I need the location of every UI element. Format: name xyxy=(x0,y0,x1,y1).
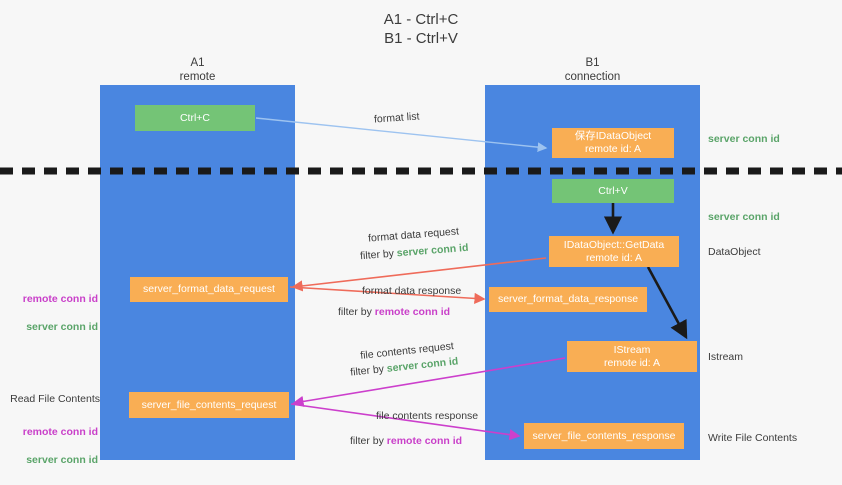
lane-header-a1: A1 remote xyxy=(179,57,216,83)
side-label-conn-ids-upper: remote conn id server conn id xyxy=(10,278,98,348)
side-label-server-conn-id-top: server conn id xyxy=(708,133,780,145)
node-server-format-data-response[interactable]: server_format_data_response xyxy=(489,287,647,312)
side-label-remote-conn-id: remote conn id xyxy=(22,293,98,305)
side-label-server-conn-id-mid: server conn id xyxy=(708,211,780,223)
side-label-read-file-contents: Read File Contents xyxy=(10,393,100,405)
page-title: A1 - Ctrl+C B1 - Ctrl+V xyxy=(383,11,459,47)
edge-label-file-contents-response-filter: filter by remote conn id xyxy=(350,434,462,448)
side-label-dataobject: DataObject xyxy=(708,246,761,258)
edge-label-file-contents-response: file contents response xyxy=(376,410,479,422)
filter-value-remote-conn-id: remote conn id xyxy=(374,306,451,318)
edge-label-format-data-response: format data response xyxy=(362,285,462,297)
filter-prefix: filter by xyxy=(350,435,387,447)
filter-prefix: filter by xyxy=(338,306,375,318)
edge-label-format-list: format list xyxy=(373,110,420,126)
side-label-write-file-contents: Write File Contents xyxy=(708,432,798,444)
filter-prefix: filter by xyxy=(359,247,398,263)
node-ole-idataobject[interactable]: 保存IDataObject remote id: A xyxy=(552,128,674,158)
lane-header-b1: B1 connection xyxy=(564,57,621,83)
node-istream[interactable]: IStream remote id: A xyxy=(567,341,697,372)
node-idataobject-getdata[interactable]: IDataObject::GetData remote id: A xyxy=(549,236,679,267)
node-ctrl-c[interactable]: Ctrl+C xyxy=(135,105,255,131)
filter-value-remote-conn-id: remote conn id xyxy=(386,435,463,447)
side-label-remote-conn-id: remote conn id xyxy=(22,426,98,438)
filter-prefix: filter by xyxy=(349,362,388,379)
node-server-format-data-request[interactable]: server_format_data_request xyxy=(130,277,288,302)
node-server-file-contents-response[interactable]: server_file_contents_response xyxy=(524,423,684,449)
edge-label-format-data-response-filter: filter by remote conn id xyxy=(338,305,450,319)
node-server-file-contents-request[interactable]: server_file_contents_request xyxy=(129,392,289,418)
filter-value-server-conn-id: server conn id xyxy=(396,241,469,260)
side-label-istream: Istream xyxy=(708,351,744,363)
side-label-conn-ids-lower: remote conn id server conn id xyxy=(10,411,98,481)
node-ctrl-v[interactable]: Ctrl+V xyxy=(552,179,674,203)
side-label-server-conn-id: server conn id xyxy=(26,454,98,466)
side-label-server-conn-id: server conn id xyxy=(26,321,98,333)
